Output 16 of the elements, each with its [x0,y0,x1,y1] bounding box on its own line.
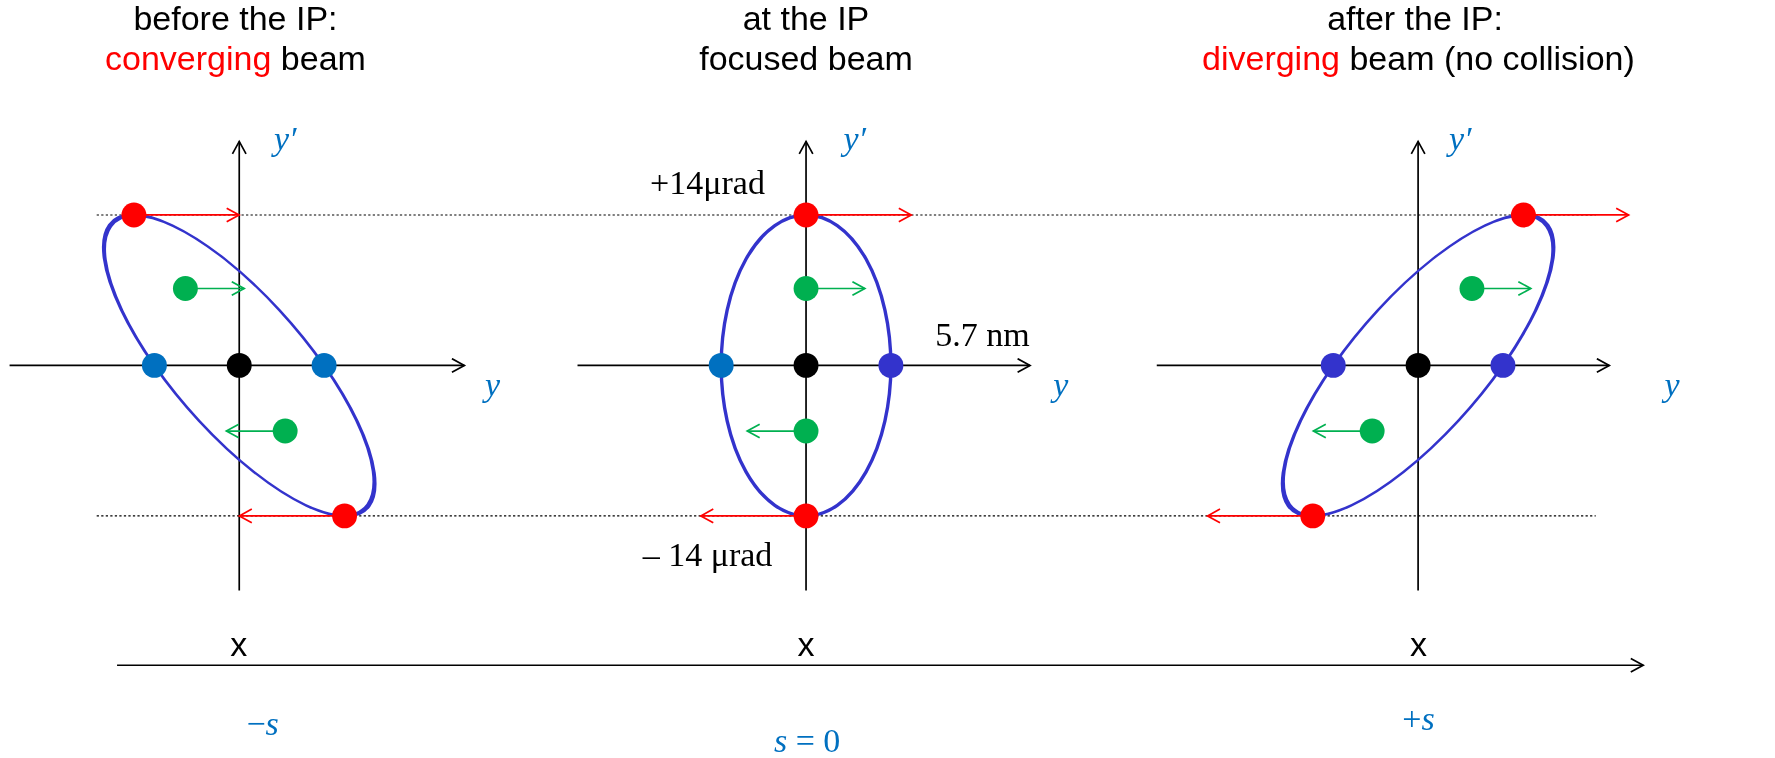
dimension-label: – 14 μrad [642,536,773,574]
panel-heading: before the IP: [133,0,338,38]
axis-label: y [484,366,500,404]
panel-heading: at the IP [742,0,870,38]
panel-heading: focused beam [699,40,913,78]
position-mark: x [1409,626,1427,664]
panel-heading: converging beam [105,40,366,78]
panel-heading: diverging beam (no collision) [1202,40,1635,78]
panel-heading: after the IP: [1327,0,1503,38]
dimension-label: 5.7 nm [935,316,1030,354]
position-mark: x [797,626,815,664]
dimension-label: +14μrad [650,164,765,203]
position-label: +s [1402,700,1435,738]
position-label: s = 0 [773,722,841,758]
position-mark: x [230,626,248,664]
position-label: −s [246,705,279,744]
